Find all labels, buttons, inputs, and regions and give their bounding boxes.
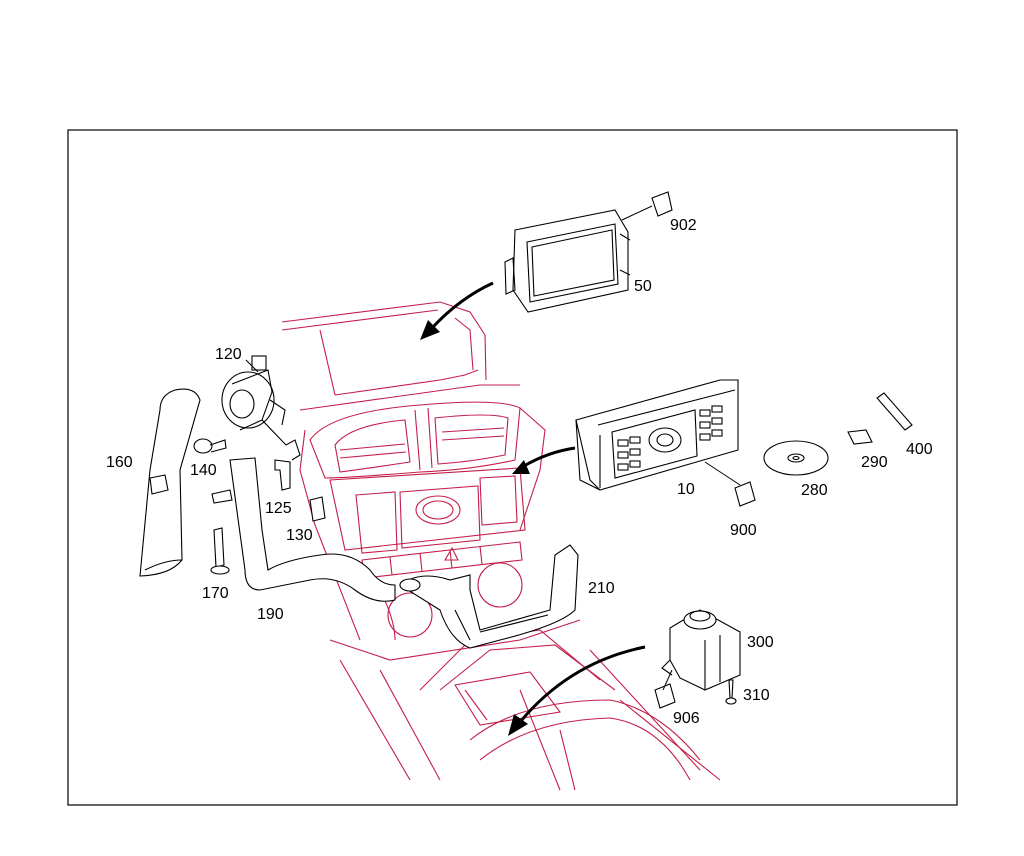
part-label-50: 50: [634, 278, 652, 295]
clip-130: [309, 496, 326, 522]
display-unit-50: [504, 209, 631, 313]
disc-280: [763, 440, 829, 476]
part-label-10: 10: [677, 481, 695, 498]
head-unit-10: [575, 379, 739, 491]
part-labels: 902 50 120 160 140 125 130 170 190 210 1…: [106, 217, 933, 727]
part-label-300: 300: [747, 634, 774, 651]
air-duct-190: [211, 457, 396, 602]
memory-card-290: [847, 429, 873, 445]
part-label-900: 900: [730, 522, 757, 539]
part-label-210: 210: [588, 580, 615, 597]
bracket-125: [274, 459, 291, 491]
part-label-190: 190: [257, 606, 284, 623]
label-tag-902: [621, 191, 673, 221]
motor-unit-120: [221, 355, 301, 461]
bolt-140: [193, 438, 227, 454]
part-label-902: 902: [670, 217, 697, 234]
arrow-controller: [508, 645, 646, 736]
dashboard-illustration: [281, 301, 721, 791]
part-label-906: 906: [673, 710, 700, 727]
diagram-frame: [67, 129, 958, 806]
pin-170: [210, 527, 230, 575]
part-label-310: 310: [743, 687, 770, 704]
label-tag-900: [704, 461, 756, 507]
part-label-170: 170: [202, 585, 229, 602]
part-label-400: 400: [906, 441, 933, 458]
part-label-290: 290: [861, 454, 888, 471]
part-label-130: 130: [286, 527, 313, 544]
part-label-125: 125: [265, 500, 292, 517]
screw-310: [725, 679, 737, 705]
carrier-frame-210: [399, 544, 579, 649]
air-duct-160: [139, 388, 201, 577]
part-label-120: 120: [215, 346, 242, 363]
arrow-head-unit: [512, 446, 576, 474]
controller-300: [661, 609, 741, 691]
usb-stick-400: [876, 392, 913, 431]
part-label-280: 280: [801, 482, 828, 499]
label-tag-906: [654, 669, 676, 709]
arrow-display: [420, 281, 494, 340]
part-label-140: 140: [190, 462, 217, 479]
part-label-160: 160: [106, 454, 133, 471]
